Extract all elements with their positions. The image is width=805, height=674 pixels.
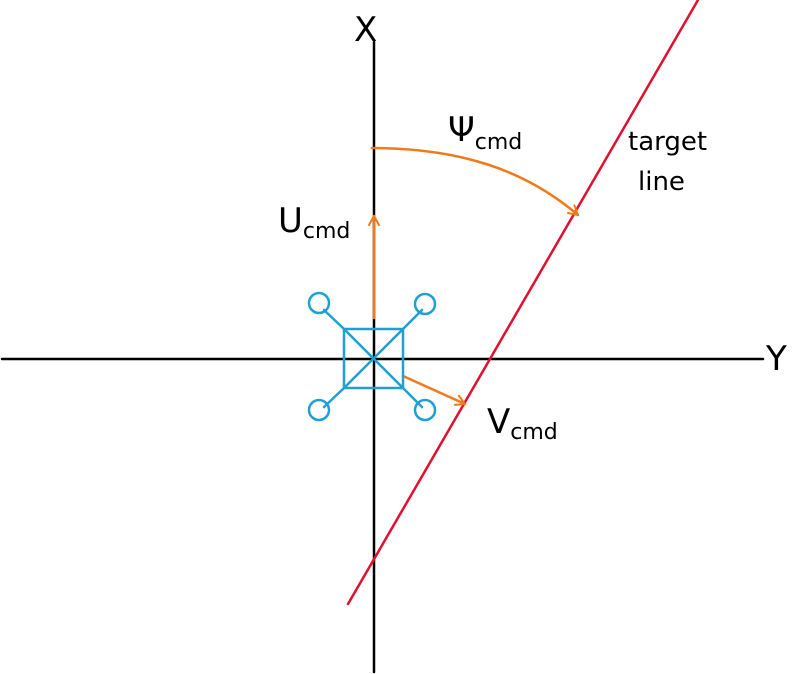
v-cmd-label: Vcmd	[487, 402, 558, 445]
y-axis-label: Y	[765, 339, 787, 379]
x-axis-label: X	[354, 10, 377, 50]
v-symbol: V	[487, 402, 510, 442]
rotor-front-left-icon	[307, 291, 331, 315]
target-line-label-top: target	[628, 127, 707, 157]
u-symbol: U	[278, 201, 303, 241]
v-subscript: cmd	[510, 420, 558, 445]
psi-symbol: Ψ	[448, 110, 475, 150]
rotor-front-right-icon	[413, 292, 437, 316]
quadrotor-icon	[307, 291, 437, 422]
u-subscript: cmd	[303, 219, 351, 244]
target-line	[346, 0, 700, 606]
psi-cmd-label: Ψcmd	[448, 110, 522, 155]
target-line-label-bottom: line	[638, 167, 685, 197]
psi-cmd-arc	[370, 146, 580, 217]
rotor-back-right-icon	[413, 398, 437, 422]
psi-subscript: cmd	[475, 130, 523, 155]
rotor-back-left-icon	[307, 398, 331, 422]
v-cmd-arrow	[401, 374, 467, 406]
u-cmd-label: Ucmd	[278, 201, 350, 244]
